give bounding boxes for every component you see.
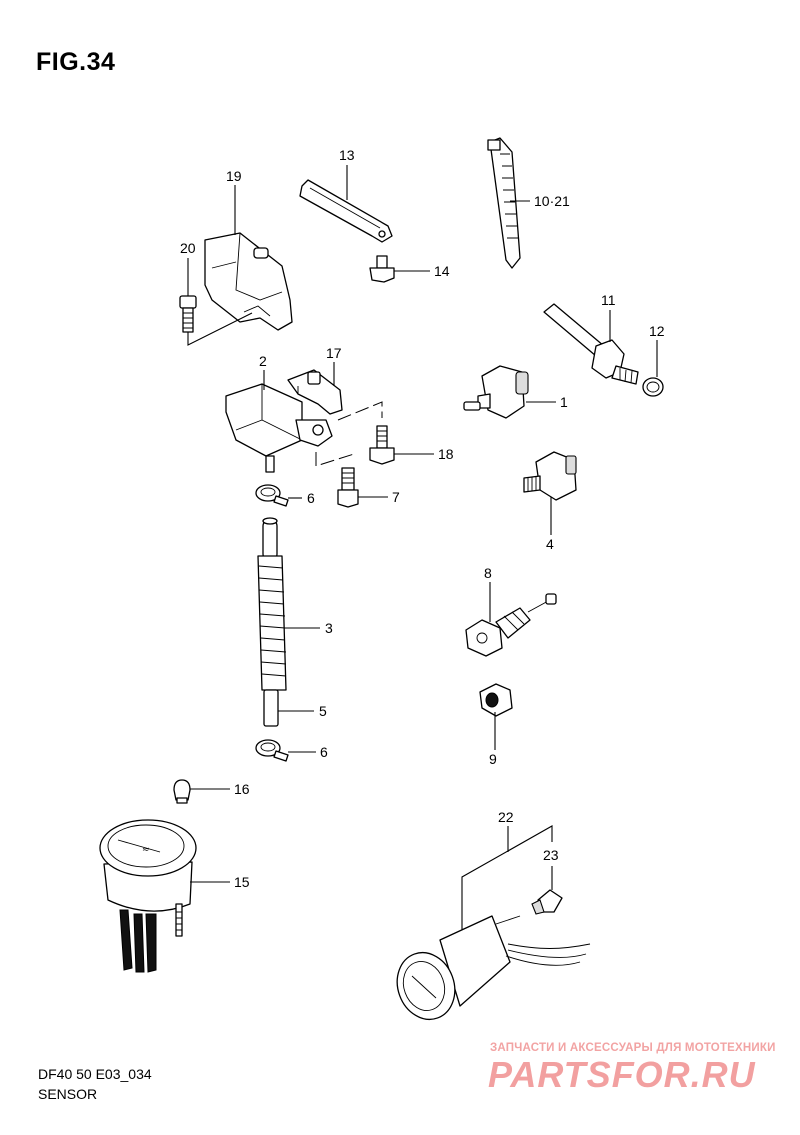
callout-1: 1 [560,394,568,410]
dashed-link-2-7 [315,452,355,467]
part-14-bolt [369,255,395,283]
callout-18: 18 [438,446,454,462]
callout-10-21: 10·21 [534,193,570,209]
callout-3: 3 [325,620,333,636]
part-6-clamp-upper [255,484,289,507]
part-19-bracket [204,232,293,331]
svg-text:≈: ≈ [142,845,150,855]
callout-11: 11 [601,292,616,308]
callout-2: 2 [259,353,267,369]
part-13-strap [299,179,393,243]
part-8-socket [465,593,557,657]
callout-5: 5 [319,703,327,719]
part-15-gauge: ≈ [99,819,197,973]
watermark-logo: PARTSFOR.RU [488,1054,756,1095]
callout-23: 23 [543,847,559,863]
drawing-name: SENSOR [38,1086,98,1102]
callout-6a: 6 [307,490,315,506]
callout-12: 12 [649,323,665,339]
watermark-caption: ЗАПЧАСТИ И АКСЕССУАРЫ ДЛЯ МОТОТЕХНИКИ [490,1042,776,1054]
callout-15: 15 [234,874,250,890]
leader-20-link [187,312,253,346]
part-2-sensor [225,383,333,473]
callout-9: 9 [489,751,497,767]
leader-22 [461,825,553,930]
part-3-hose [257,517,287,727]
part-7-bolt [337,467,359,508]
callout-22: 22 [498,809,514,825]
callout-13: 13 [339,147,355,163]
part-9-grommet [479,683,513,717]
callout-19: 19 [226,168,242,184]
callout-8: 8 [484,565,492,581]
part-17-plate [287,369,343,415]
part-6-clamp-lower [255,739,289,762]
part-20-bolt [179,295,197,333]
callout-4: 4 [546,536,554,552]
drawing-code: DF40 50 E03_034 [38,1066,152,1082]
part-23-bulb [531,889,563,915]
callout-14: 14 [434,263,450,279]
figure-title: FIG.34 [36,48,116,76]
part-11-sensor [543,303,639,385]
callout-7: 7 [392,489,400,505]
dashed-link-17-18 [337,401,383,421]
part-22-gauge [396,915,591,1021]
callout-20: 20 [180,240,196,256]
callout-6b: 6 [320,744,328,760]
callout-17: 17 [326,345,342,361]
part-1-switch [463,365,529,419]
part-18-bolt [369,425,395,465]
part-10-21-cable-tie [487,137,521,269]
callout-16: 16 [234,781,250,797]
part-12-o-ring [642,377,664,397]
part-4-knock-sensor [523,451,577,501]
part-16-bulb [173,779,191,804]
